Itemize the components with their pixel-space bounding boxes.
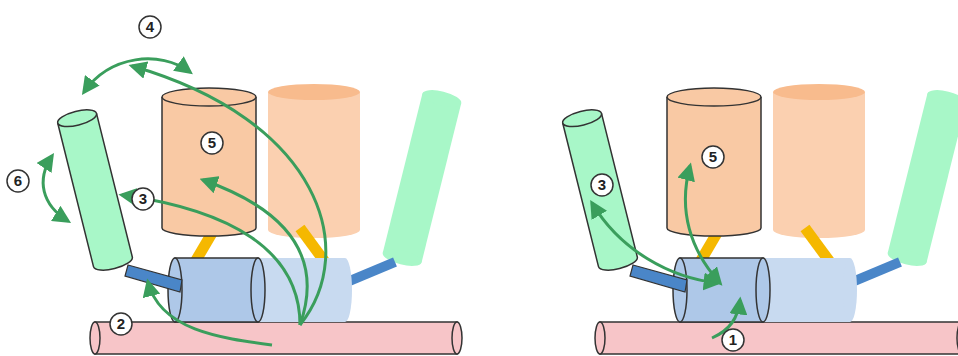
callout-number: 5: [201, 132, 223, 154]
callout-number: 1: [722, 329, 744, 351]
callout-number: 2: [110, 313, 132, 335]
callout-number: 6: [7, 170, 29, 192]
callout-number: 5: [702, 146, 724, 168]
callout-number: 4: [139, 16, 161, 38]
callout-number: 3: [132, 188, 154, 210]
callout-number: 3: [591, 174, 613, 196]
